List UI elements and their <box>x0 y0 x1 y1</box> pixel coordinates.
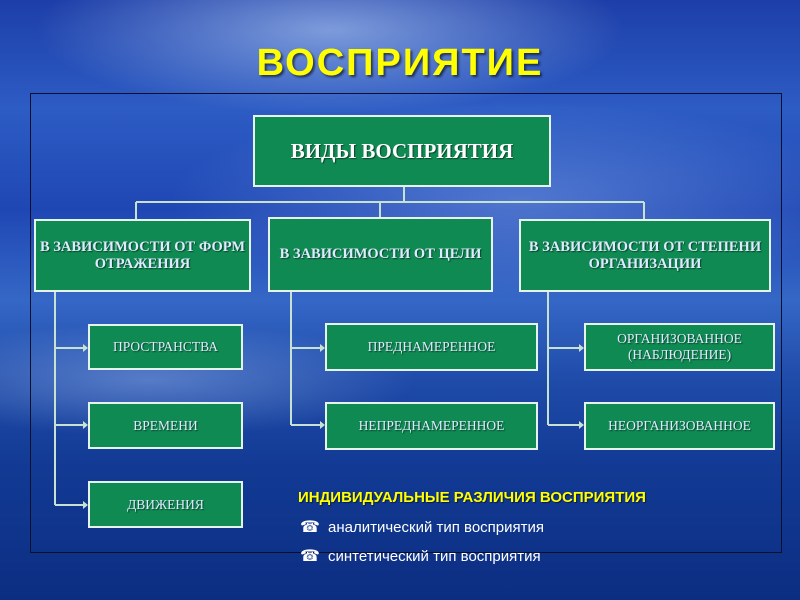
category-node-organization: В ЗАВИСИМОСТИ ОТ СТЕПЕНИ ОРГАНИЗАЦИИ <box>519 219 771 292</box>
leaf-node-label: ОРГАНИЗОВАННОЕ (НАБЛЮДЕНИЕ) <box>617 331 742 362</box>
leaf-node-organized: ОРГАНИЗОВАННОЕ (НАБЛЮДЕНИЕ) <box>584 323 775 371</box>
leaf-node-label: ВРЕМЕНИ <box>133 417 198 433</box>
root-node-label: ВИДЫ ВОСПРИЯТИЯ <box>290 138 514 163</box>
individual-differences-heading: ИНДИВИДУАЛЬНЫЕ РАЗЛИЧИЯ ВОСПРИЯТИЯ <box>298 489 646 506</box>
leaf-node-label: ДВИЖЕНИЯ <box>127 496 204 512</box>
individual-item-label: аналитический тип восприятия <box>328 518 545 536</box>
leaf-node-unorganized: НЕОРГАНИЗОВАННОЕ <box>584 402 775 450</box>
telephone-icon: ☎ <box>300 548 320 565</box>
leaf-node-label: ПРОСТРАНСТВА <box>112 339 219 355</box>
category-node-label: В ЗАВИСИМОСТИ ОТ ЦЕЛИ <box>279 246 482 263</box>
leaf-node-motion: ДВИЖЕНИЯ <box>88 481 243 528</box>
individual-item-analytic: ☎ аналитический тип восприятия <box>300 517 544 537</box>
leaf-node-label: ПРЕДНАМЕРЕННОЕ <box>367 339 496 355</box>
category-node-form: В ЗАВИСИМОСТИ ОТ ФОРМ ОТРАЖЕНИЯ <box>34 219 251 292</box>
leaf-node-unintentional: НЕПРЕДНАМЕРЕННОЕ <box>325 402 538 450</box>
telephone-icon: ☎ <box>300 519 320 536</box>
category-node-label: В ЗАВИСИМОСТИ ОТ ФОРМ ОТРАЖЕНИЯ <box>39 238 246 272</box>
slide-title: ВОСПРИЯТИЕ <box>256 42 544 84</box>
individual-item-label: синтетический тип восприятия <box>328 547 541 565</box>
individual-item-synthetic: ☎ синтетический тип восприятия <box>300 546 541 566</box>
leaf-node-time: ВРЕМЕНИ <box>88 402 243 449</box>
leaf-node-label: НЕОРГАНИЗОВАННОЕ <box>608 418 751 434</box>
root-node: ВИДЫ ВОСПРИЯТИЯ <box>253 115 551 187</box>
category-node-goal: В ЗАВИСИМОСТИ ОТ ЦЕЛИ <box>268 217 493 292</box>
leaf-node-label: НЕПРЕДНАМЕРЕННОЕ <box>358 418 505 434</box>
category-node-label: В ЗАВИСИМОСТИ ОТ СТЕПЕНИ ОРГАНИЗАЦИИ <box>528 238 762 272</box>
leaf-node-space: ПРОСТРАНСТВА <box>88 324 243 370</box>
leaf-node-intentional: ПРЕДНАМЕРЕННОЕ <box>325 323 538 371</box>
diagram-frame <box>30 93 782 553</box>
